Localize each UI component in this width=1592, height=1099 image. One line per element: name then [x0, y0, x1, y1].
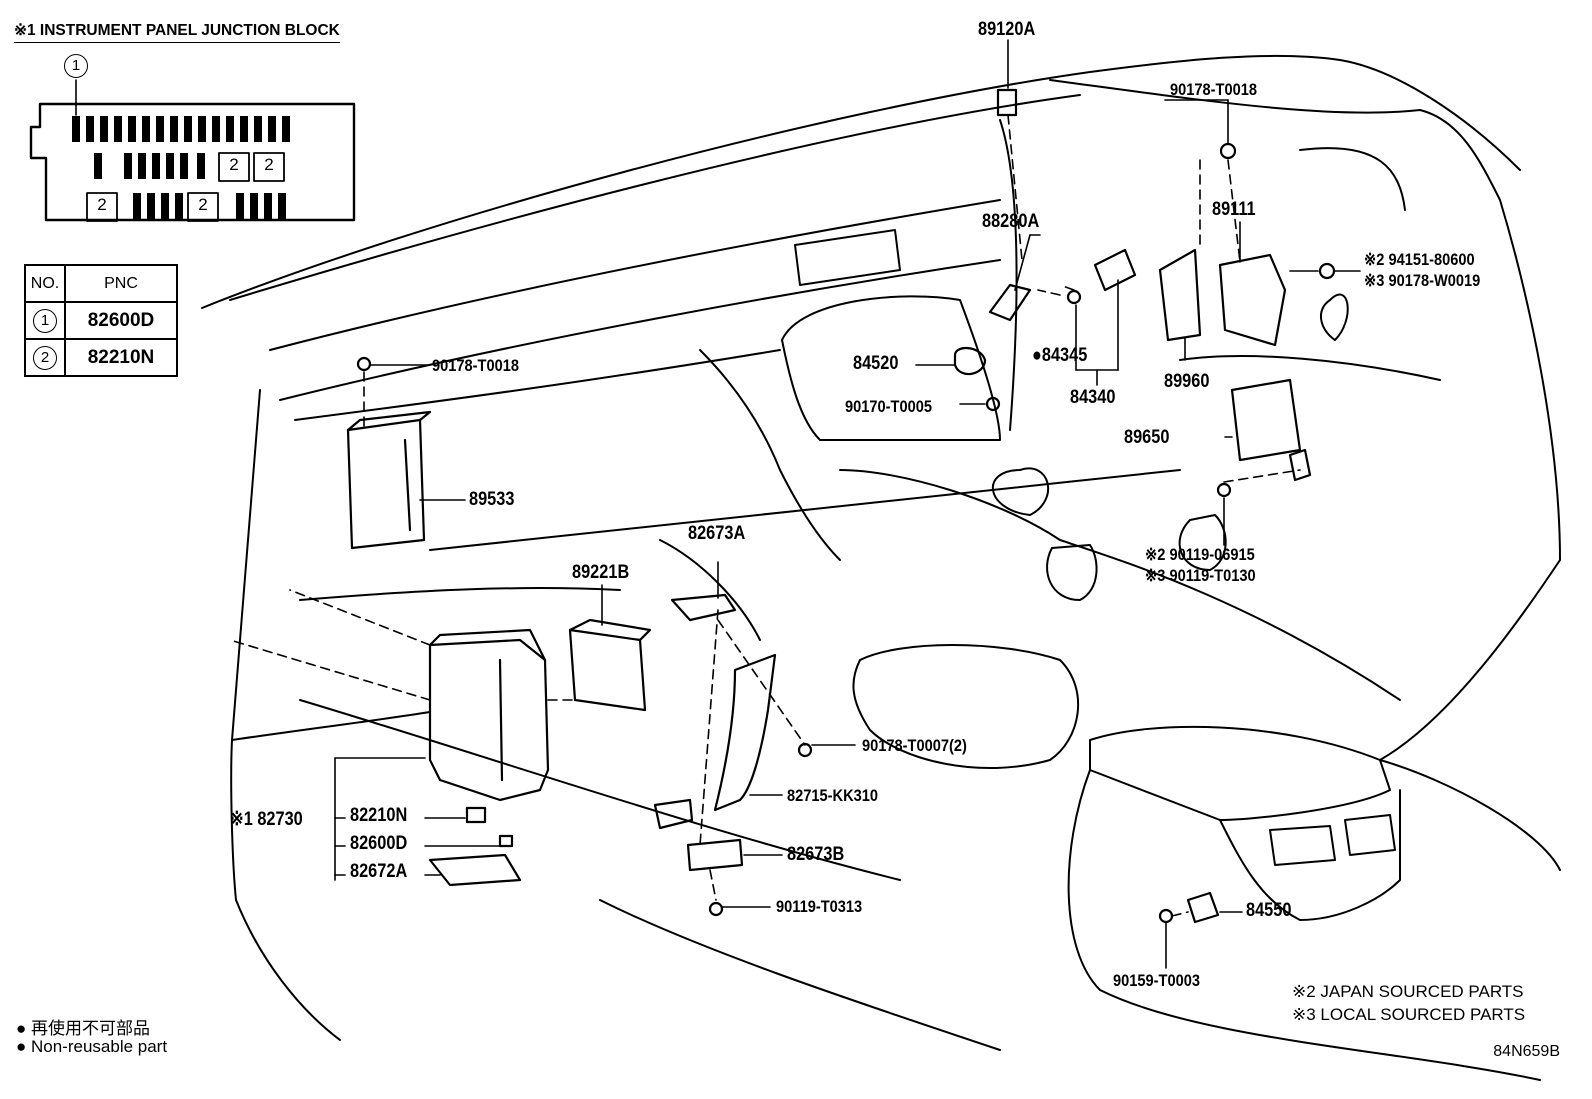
part-label-89960: 89960	[1164, 371, 1210, 392]
pnc-table-header: NO. PNC	[24, 264, 178, 303]
part-label-82673A: 82673A	[688, 523, 746, 544]
junction-block-inset	[29, 79, 356, 222]
dashboard-outline	[201, 54, 1561, 1081]
part-label-90178-T0007: 90178-T0007(2)	[862, 736, 967, 755]
junction-block-callout: 1	[64, 54, 88, 78]
part-label-88280A: 88280A	[982, 211, 1040, 232]
part-label-89221B: 89221B	[572, 562, 630, 583]
row-pnc: 82210N	[64, 338, 178, 377]
part-label-82600D: 82600D	[350, 833, 408, 854]
part-label-90178-T0018-top: 90178-T0018	[1170, 80, 1257, 99]
footnote-japan-sourced: ※2 JAPAN SOURCED PARTS	[1292, 982, 1524, 1001]
fuse-badge: 2	[97, 195, 107, 214]
row-number-circle: 2	[33, 345, 57, 370]
row-number: 2	[24, 338, 66, 377]
footnote-local-sourced: ※3 LOCAL SOURCED PARTS	[1292, 1005, 1526, 1024]
table-row: 2 82210N	[24, 338, 178, 377]
part-label-89650: 89650	[1124, 427, 1170, 448]
part-label-90119-T0130: ※3 90119-T0130	[1145, 566, 1256, 585]
fuse-badge: 2	[264, 155, 274, 174]
fuse-badge: 2	[229, 155, 239, 174]
pnc-table: NO. PNC 1 82600D 2 82210N	[24, 264, 178, 377]
part-label-84550: 84550	[1246, 900, 1292, 921]
callout-number: 1	[64, 54, 88, 78]
row-number-circle: 1	[33, 308, 57, 333]
part-label-82673B: 82673B	[787, 844, 845, 865]
part-label-82210N: 82210N	[350, 805, 408, 826]
header-no: NO.	[24, 264, 66, 303]
figure-code: 84N659B	[1493, 1043, 1560, 1060]
part-label-90178-W0019: ※3 90178-W0019	[1364, 271, 1481, 290]
fuse-badge: 2	[198, 195, 208, 214]
part-label-90119-T0313: 90119-T0313	[776, 897, 863, 916]
part-label-89533: 89533	[469, 489, 515, 510]
leader-lines	[334, 39, 1361, 969]
assembly-dash-lines	[229, 114, 1301, 917]
part-label-89111: 89111	[1212, 199, 1256, 220]
part-label-84520: 84520	[853, 353, 899, 374]
row-number: 1	[24, 301, 66, 340]
part-label-82672A: 82672A	[350, 861, 408, 882]
footnote-non-reusable-en: ● Non-reusable part	[16, 1037, 168, 1056]
part-label-90178-T0018-left: 90178-T0018	[432, 356, 519, 375]
part-label-90170-T0005: 90170-T0005	[845, 397, 932, 416]
part-label-82715-KK310: 82715-KK310	[787, 786, 879, 805]
part-label-90119-06915: ※2 90119-06915	[1145, 545, 1255, 564]
footnote-non-reusable-jp: ● 再使用不可部品	[16, 1019, 150, 1038]
part-label-82730: ※1 82730	[230, 809, 303, 830]
part-label-84345: ●84345	[1032, 345, 1088, 366]
part-label-94151-80600: ※2 94151-80600	[1364, 250, 1475, 269]
junction-block-title: ※1 INSTRUMENT PANEL JUNCTION BLOCK	[14, 21, 340, 43]
table-row: 1 82600D	[24, 301, 178, 340]
part-label-84340: 84340	[1070, 387, 1116, 408]
part-label-90159-T0003: 90159-T0003	[1113, 971, 1200, 990]
part-label-89120A: 89120A	[978, 19, 1036, 40]
row-pnc: 82600D	[64, 301, 178, 340]
parts	[346, 88, 1336, 924]
header-pnc: PNC	[64, 264, 178, 303]
